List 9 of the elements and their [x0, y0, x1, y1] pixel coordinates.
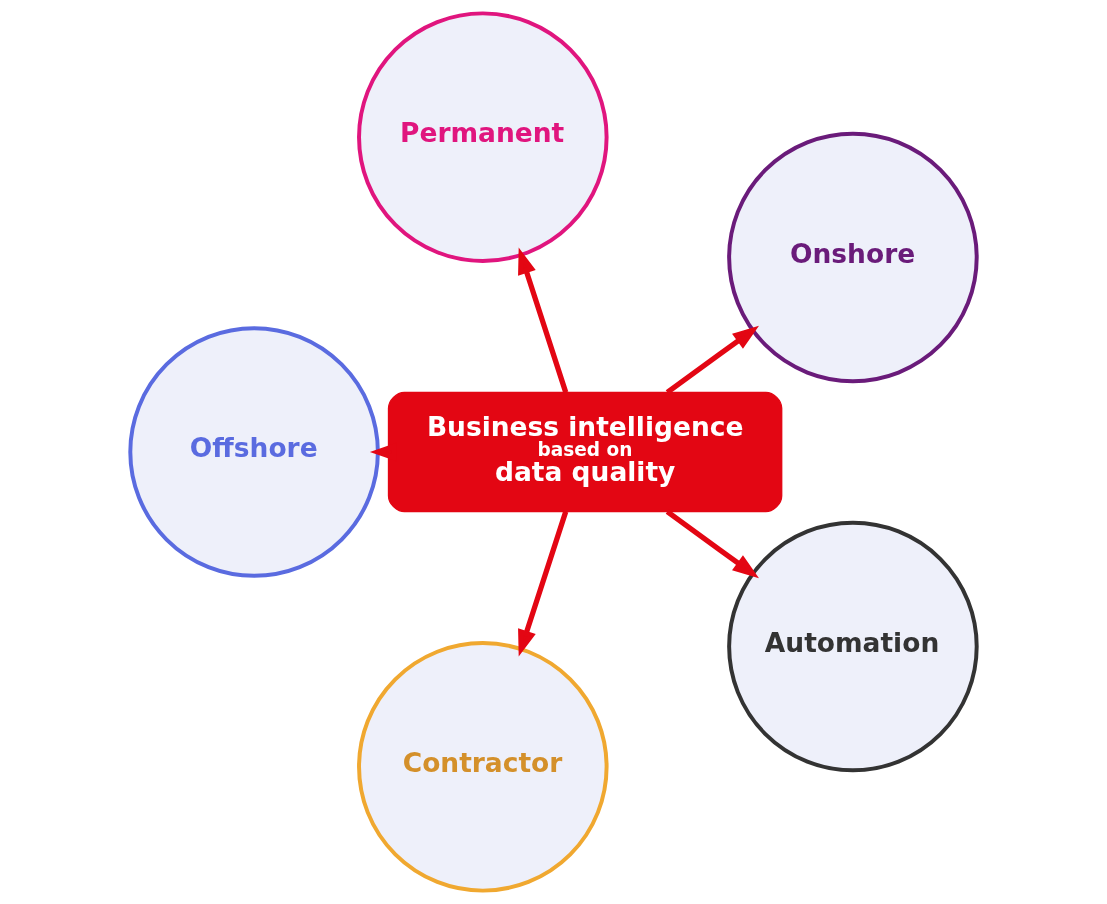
node-circle: Permanent: [357, 11, 609, 263]
arrow: [518, 510, 569, 657]
node-circle: Automation: [727, 520, 979, 773]
arrow: [665, 509, 759, 579]
node-circle: Onshore: [727, 131, 979, 384]
node-circle: Contractor: [357, 641, 609, 893]
node-circle: Offshore: [128, 326, 380, 578]
arrow: [518, 247, 569, 394]
arrow: [665, 325, 759, 395]
